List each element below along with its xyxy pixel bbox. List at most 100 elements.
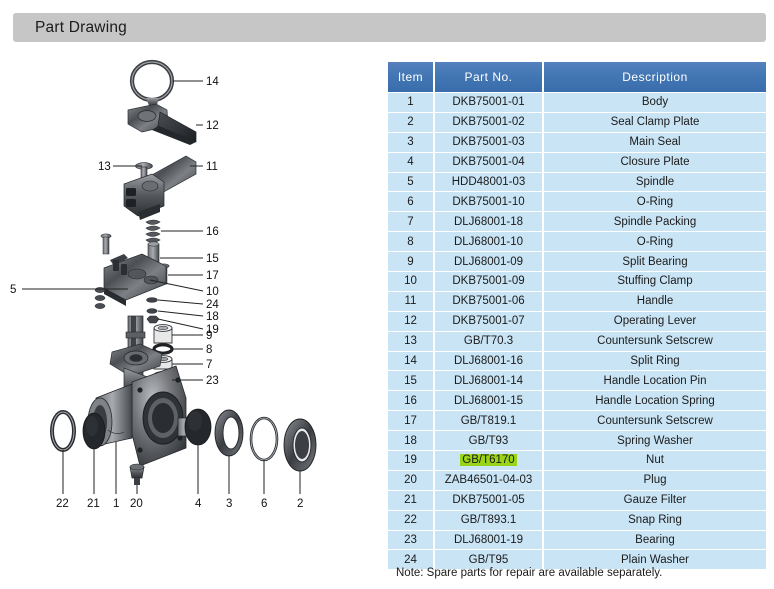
cell-item: 13 — [388, 331, 435, 352]
cell-description: Snap Ring — [543, 510, 766, 531]
callout-7: 7 — [206, 359, 212, 371]
callout-6: 6 — [261, 498, 267, 510]
part-12-operating-lever — [127, 103, 197, 145]
part-9-split-bearing — [153, 324, 173, 344]
cell-part-no: GB/T819.1 — [434, 410, 544, 432]
cell-part-no: HDD48001-03 — [434, 172, 544, 193]
cell-item: 24 — [388, 549, 435, 571]
cell-item: 22 — [388, 510, 435, 531]
cell-part-no: DKB75001-04 — [434, 152, 544, 173]
part-19-nut — [146, 315, 160, 324]
cell-item: 20 — [388, 470, 435, 491]
part-20-plug — [129, 463, 145, 485]
callout-labels: 14 12 11 16 15 17 10 24 18 19 9 8 7 23 1… — [10, 76, 303, 510]
cell-description: Main Seal — [543, 132, 766, 153]
column-header-description: Description — [543, 62, 766, 93]
callout-10: 10 — [206, 286, 219, 298]
cell-description: Spring Washer — [543, 430, 766, 452]
cell-part-no: DKB75001-02 — [434, 112, 544, 133]
cell-part-no: GB/T893.1 — [434, 510, 544, 531]
part-4-closure-plate — [177, 408, 212, 446]
cell-item: 18 — [388, 430, 435, 452]
cell-item: 2 — [388, 112, 435, 133]
part-22-snap-ring — [50, 410, 76, 452]
cell-item: 14 — [388, 351, 435, 372]
callout-11: 11 — [206, 161, 218, 173]
callout-22: 22 — [56, 498, 69, 510]
callout-13: 13 — [98, 161, 111, 173]
part-drawing-illustration: 14 12 11 16 15 17 10 24 18 19 9 8 7 23 1… — [0, 46, 386, 589]
cell-description: Split Bearing — [543, 251, 766, 273]
callout-19: 19 — [206, 324, 219, 336]
cell-part-no: GB/T95 — [434, 549, 544, 571]
cell-description: Bearing — [543, 530, 766, 551]
callout-15: 15 — [206, 253, 219, 265]
cell-description: Gauze Filter — [543, 490, 766, 511]
cell-item: 5 — [388, 172, 435, 193]
cell-item: 3 — [388, 132, 435, 153]
part-small-washers-left — [94, 287, 106, 309]
cell-description: Spindle Packing — [543, 211, 766, 233]
cell-item: 12 — [388, 311, 435, 332]
callout-23: 23 — [206, 375, 219, 387]
part-1-body — [87, 343, 187, 467]
part-18-spring-washer — [146, 308, 158, 314]
cell-description: Seal Clamp Plate — [543, 112, 766, 133]
highlighted-part-no: GB/T6170 — [460, 454, 517, 467]
cell-item: 23 — [388, 530, 435, 551]
cell-part-no: DLJ68001-14 — [434, 370, 544, 392]
cell-description: Nut — [543, 450, 766, 471]
cell-item: 6 — [388, 191, 435, 213]
table-note: Note: Spare parts for repair are availab… — [396, 567, 663, 579]
cell-description: Plain Washer — [543, 549, 766, 571]
cell-description: Countersunk Setscrew — [543, 410, 766, 432]
cell-item: 16 — [388, 390, 435, 412]
table-header-row: Item Part No. Description — [388, 62, 766, 93]
cell-description: Spindle — [543, 172, 766, 193]
table-row: 19 GB/T6170 Nut — [388, 450, 766, 471]
callout-2: 2 — [297, 498, 303, 510]
cell-part-no: DKB75001-09 — [434, 271, 544, 292]
callout-14: 14 — [206, 76, 219, 88]
callout-18: 18 — [206, 311, 219, 323]
cell-part-no: DLJ68001-10 — [434, 231, 544, 253]
callout-21: 21 — [87, 498, 100, 510]
cell-part-no: GB/T93 — [434, 430, 544, 452]
callout-leader-lines — [22, 80, 301, 494]
column-header-part-no: Part No. — [434, 62, 544, 93]
cell-part-no: DKB75001-01 — [434, 92, 544, 113]
cell-part-no: DLJ68001-16 — [434, 351, 544, 372]
cell-description: Body — [543, 92, 766, 113]
cell-item: 17 — [388, 410, 435, 432]
cell-item: 4 — [388, 152, 435, 173]
cell-part-no: DLJ68001-19 — [434, 530, 544, 551]
cell-item: 9 — [388, 251, 435, 273]
part-16-handle-location-spring — [145, 219, 161, 243]
cell-part-no: DKB75001-03 — [434, 132, 544, 153]
cell-description: Stuffing Clamp — [543, 271, 766, 292]
cell-part-no: DLJ68001-09 — [434, 251, 544, 273]
cell-item: 10 — [388, 271, 435, 292]
page-title-bar: Part Drawing — [13, 13, 766, 42]
cell-item: 19 — [388, 450, 435, 471]
callout-4: 4 — [195, 498, 202, 510]
part-6-o-ring — [249, 416, 279, 462]
